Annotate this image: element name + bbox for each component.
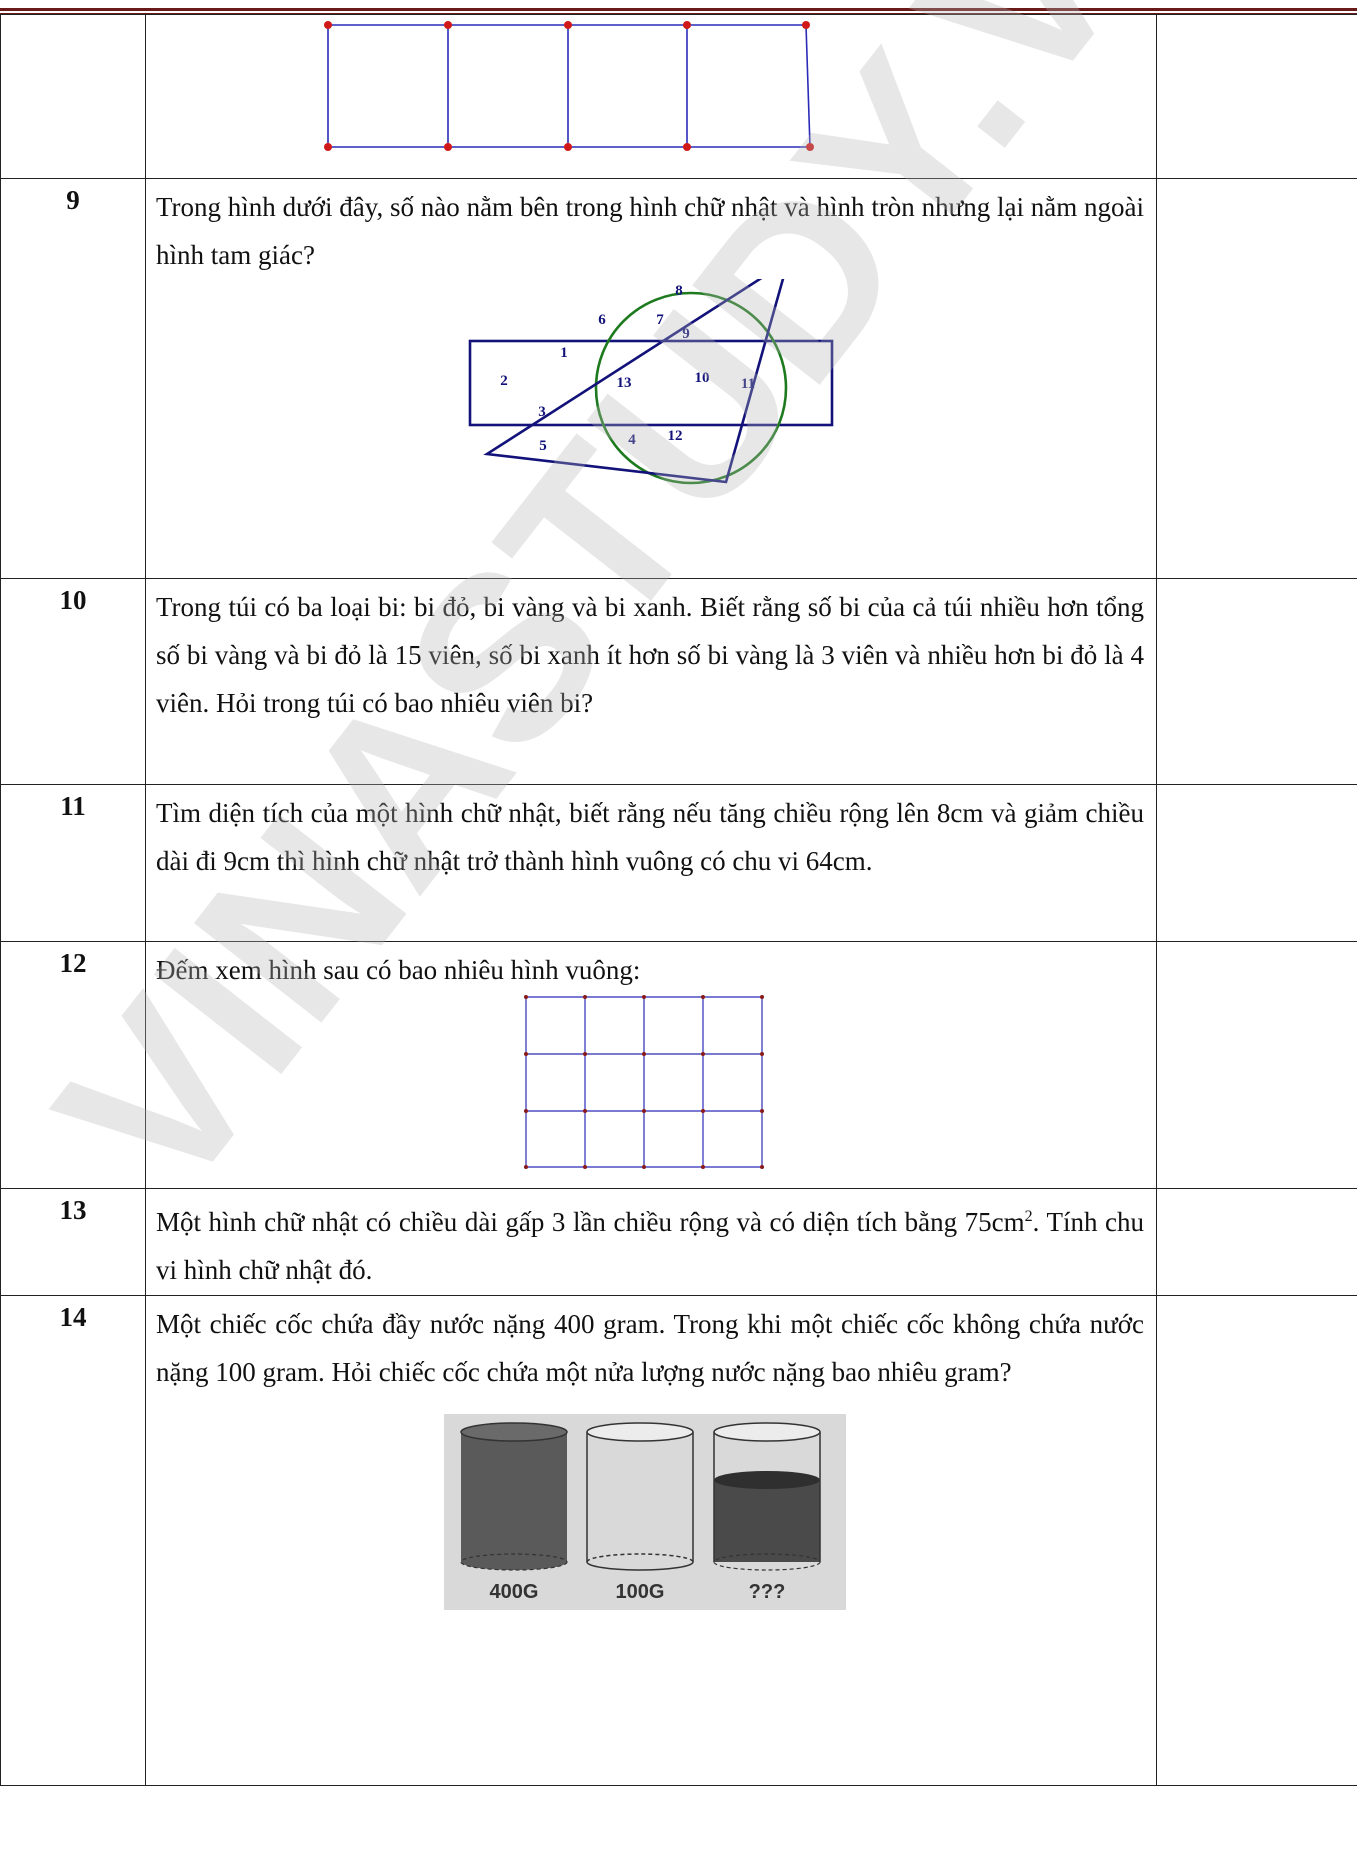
question-text: Tìm diện tích của một hình chữ nhật, biế… <box>156 798 1144 876</box>
venn-label: 6 <box>598 312 606 328</box>
question-number: 12 <box>0 941 146 1189</box>
question-content: Trong túi có ba loại bi: bi đỏ, bi vàng … <box>145 578 1157 785</box>
answer-cell <box>1156 14 1357 179</box>
venn-label: 11 <box>741 376 755 392</box>
answer-cell <box>1156 178 1357 579</box>
venn-label: 9 <box>682 326 690 342</box>
venn-label: 7 <box>656 312 664 328</box>
cup-label: 400G <box>490 1581 539 1603</box>
cups-photo: 400G 100G ??? <box>444 1414 846 1610</box>
question-content <box>145 14 1157 179</box>
question-content: Trong hình dưới đây, số nào nằm bên tron… <box>145 178 1157 579</box>
question-text: Một chiếc cốc chứa đầy nước nặng 400 gra… <box>156 1309 1144 1387</box>
superscript: 2 <box>1024 1208 1033 1225</box>
question-text: Đếm xem hình sau có bao nhiêu hình vuông… <box>156 955 641 985</box>
question-content: Đếm xem hình sau có bao nhiêu hình vuông… <box>145 941 1157 1189</box>
venn-label: 1 <box>560 345 568 361</box>
table-row <box>0 14 1357 179</box>
venn-label: 10 <box>695 370 710 386</box>
question-text: Trong túi có ba loại bi: bi đỏ, bi vàng … <box>156 592 1144 718</box>
answer-cell <box>1156 784 1357 942</box>
venn-label: 2 <box>500 373 508 389</box>
question-content: Một hình chữ nhật có chiều dài gấp 3 lần… <box>145 1188 1157 1296</box>
venn-label: 4 <box>628 432 636 448</box>
question-text: Một hình chữ nhật có chiều dài gấp 3 lần… <box>156 1193 1144 1294</box>
cup-label: ??? <box>749 1581 786 1603</box>
table-row: 11 Tìm diện tích của một hình chữ nhật, … <box>0 784 1357 942</box>
grid-figure <box>524 995 764 1169</box>
answer-cell <box>1156 1295 1357 1786</box>
question-number: 10 <box>0 578 146 785</box>
venn-label: 12 <box>668 428 683 444</box>
question-number: 13 <box>0 1188 146 1296</box>
table-row: 13 Một hình chữ nhật có chiều dài gấp 3 … <box>0 1188 1357 1296</box>
venn-label: 5 <box>539 438 547 454</box>
question-content: Tìm diện tích của một hình chữ nhật, biế… <box>145 784 1157 942</box>
answer-cell <box>1156 941 1357 1189</box>
table-row: 10 Trong túi có ba loại bi: bi đỏ, bi và… <box>0 578 1357 785</box>
question-number: 14 <box>0 1295 146 1786</box>
answer-cell <box>1156 578 1357 785</box>
venn-label: 3 <box>538 404 546 420</box>
question-number <box>0 14 146 179</box>
table-row: 12 Đếm xem hình sau có bao nhiêu hình vu… <box>0 941 1357 1189</box>
header-rule <box>0 0 1357 14</box>
question-text-main: Một hình chữ nhật có chiều dài gấp 3 lần… <box>156 1207 1025 1237</box>
question-number: 9 <box>0 178 146 579</box>
question-number: 11 <box>0 784 146 942</box>
table-row: 14 Một chiếc cốc chứa đầy nước nặng 400 … <box>0 1295 1357 1786</box>
question-table: 9 Trong hình dưới đây, số nào nằm bên tr… <box>0 14 1357 1786</box>
question-text-end: . Tính chu vi hình chữ nhật đó. <box>156 1207 1145 1285</box>
venn-figure: 1 2 3 4 5 6 7 8 9 10 11 12 13 <box>468 279 834 485</box>
cup-label: 100G <box>616 1581 665 1603</box>
four-squares-figure <box>324 21 814 151</box>
answer-cell <box>1156 1188 1357 1296</box>
venn-label: 8 <box>675 283 683 299</box>
table-row: 9 Trong hình dưới đây, số nào nằm bên tr… <box>0 178 1357 579</box>
question-text: Trong hình dưới đây, số nào nằm bên tron… <box>156 192 1144 270</box>
question-content: Một chiếc cốc chứa đầy nước nặng 400 gra… <box>145 1295 1157 1786</box>
venn-label: 13 <box>617 375 632 391</box>
